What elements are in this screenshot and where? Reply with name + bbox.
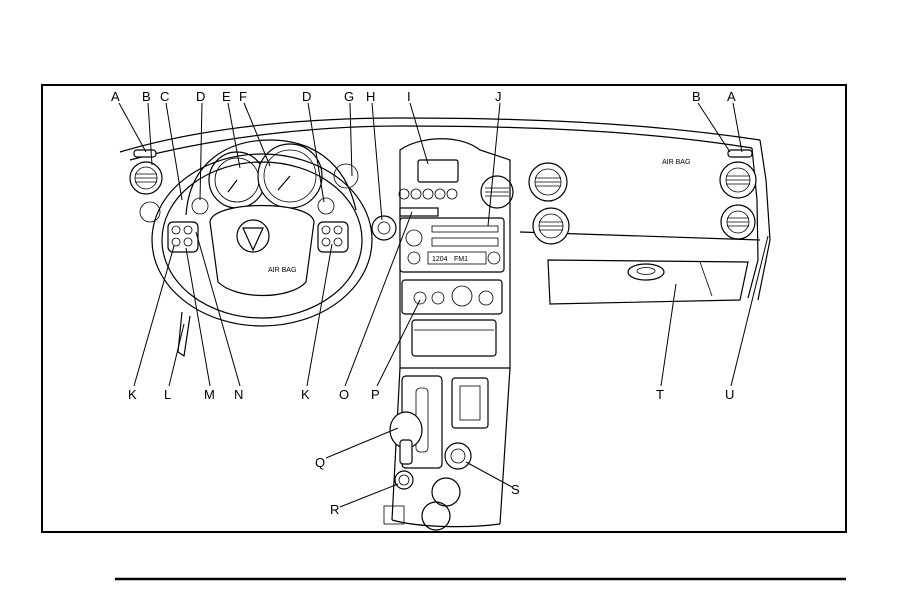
callout-d-left: D bbox=[196, 89, 205, 104]
callout-leaders bbox=[118, 102, 769, 508]
dash-airbag-text: AIR BAG bbox=[662, 159, 690, 166]
callout-e: E bbox=[222, 89, 231, 104]
wheel-airbag-text: AIR BAG bbox=[268, 267, 296, 274]
callout-k-left: K bbox=[128, 387, 137, 402]
callout-q: Q bbox=[315, 455, 325, 470]
callout-l: L bbox=[164, 387, 171, 402]
callout-s: S bbox=[511, 482, 520, 497]
callout-b-left: B bbox=[142, 89, 151, 104]
callout-o: O bbox=[339, 387, 349, 402]
callout-n: N bbox=[234, 387, 243, 402]
radio-display-text: 1204 bbox=[432, 256, 448, 263]
callout-u: U bbox=[725, 387, 734, 402]
figure-frame bbox=[41, 84, 847, 533]
dashboard-illustration: AIR BAG bbox=[119, 117, 771, 531]
callout-m: M bbox=[204, 387, 215, 402]
callout-r: R bbox=[330, 502, 339, 517]
callout-h: H bbox=[366, 89, 375, 104]
callout-d-right: D bbox=[302, 89, 311, 104]
callout-j: J bbox=[495, 89, 502, 104]
callout-a-right: A bbox=[727, 89, 736, 104]
callout-g: G bbox=[344, 89, 354, 104]
callout-k-right: K bbox=[301, 387, 310, 402]
callout-i: I bbox=[407, 89, 411, 104]
callout-a-left: A bbox=[111, 89, 120, 104]
radio-preset-text: FM1 bbox=[454, 256, 468, 263]
callout-f: F bbox=[239, 89, 247, 104]
callout-b-right: B bbox=[692, 89, 701, 104]
callout-labels: A B C D E F D G H I J B A K L M N K O P … bbox=[111, 89, 736, 517]
callout-p: P bbox=[371, 387, 380, 402]
callout-t: T bbox=[656, 387, 664, 402]
callout-c: C bbox=[160, 89, 169, 104]
